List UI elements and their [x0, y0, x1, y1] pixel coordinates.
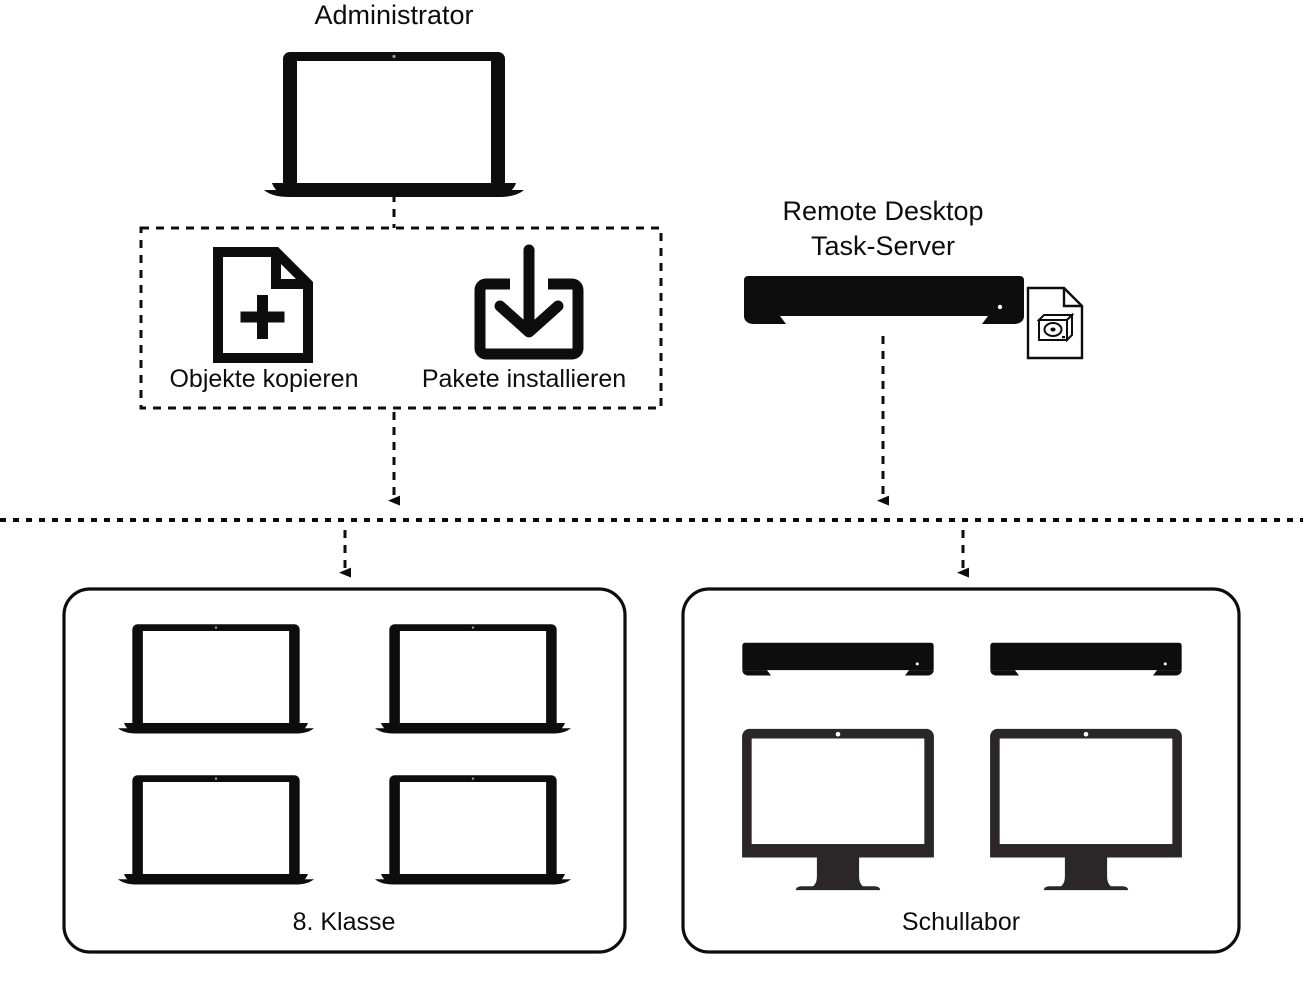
server-label-line2: Task-Server [811, 231, 955, 261]
laptop-icon [264, 52, 524, 197]
classroom-laptop-4 [375, 775, 571, 885]
classroom-group[interactable]: 8. Klasse [62, 587, 627, 954]
task-copy-objects-label: Objekte kopieren [169, 365, 358, 393]
remote-desktop-task-server-node: Remote Desktop Task-Server [744, 196, 1084, 360]
classroom-laptop-2 [375, 624, 571, 734]
download-box-icon [480, 250, 578, 354]
lab-group[interactable]: Schullabor [681, 587, 1241, 954]
lab-group-label: Schullabor [902, 908, 1020, 936]
server-label-line1: Remote Desktop [782, 196, 983, 226]
classroom-laptop-3 [118, 775, 314, 885]
task-install-packages-label: Pakete installieren [422, 365, 626, 393]
administrator-node: Administrator [264, 0, 524, 197]
task-install-packages[interactable]: Pakete installieren [422, 250, 626, 393]
classroom-group-label: 8. Klasse [293, 908, 396, 936]
administrator-label: Administrator [314, 0, 473, 30]
document-plus-icon [218, 252, 308, 358]
disk-document-icon [1026, 286, 1084, 360]
tasks-bracket [139, 226, 663, 410]
task-copy-objects[interactable]: Objekte kopieren [169, 252, 359, 393]
classroom-laptop-1 [118, 624, 314, 734]
mac-mini-server-icon [744, 276, 1024, 324]
